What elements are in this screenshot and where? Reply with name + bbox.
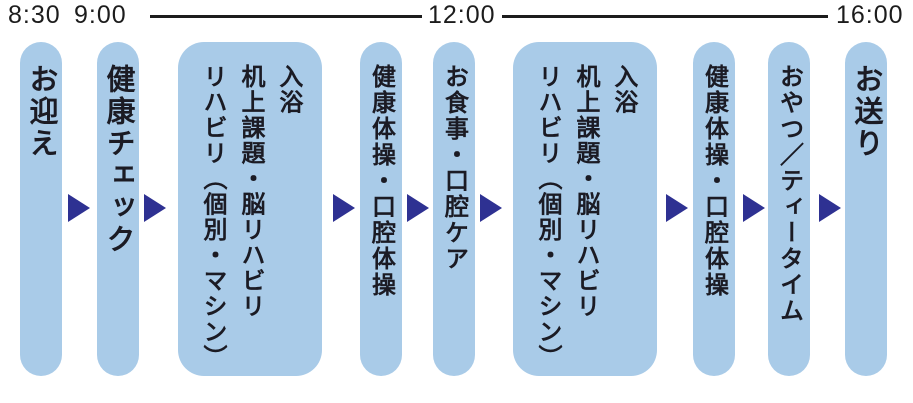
timeline-rule-afternoon xyxy=(502,15,828,18)
timeline-rule-morning xyxy=(150,15,422,18)
arrow-icon xyxy=(666,194,688,222)
box-lines: 入浴 机上課題・脳リハビリ リハビリ（個別・マシン） xyxy=(193,42,307,370)
arrow-icon xyxy=(407,194,429,222)
schedule-step-exercise-1: 健康体操・口腔体操 xyxy=(360,42,402,376)
arrow-icon xyxy=(333,194,355,222)
step-label: おやつ／ティータイム xyxy=(775,64,803,324)
schedule-step-pickup: お迎え xyxy=(20,42,62,376)
schedule-step-health-check: 健康チェック xyxy=(97,42,139,376)
step-label: お食事・口腔ケア xyxy=(440,64,468,272)
schedule-step-snack-tea-time: おやつ／ティータイム xyxy=(768,42,810,376)
schedule-step-dropoff: お送り xyxy=(845,42,887,376)
step-label: お送り xyxy=(850,64,882,160)
schedule-step-exercise-2: 健康体操・口腔体操 xyxy=(693,42,735,376)
time-label-830: 8:30 xyxy=(8,1,61,29)
schedule-step-meal-oral-care: お食事・口腔ケア xyxy=(433,42,475,376)
time-label-1200: 12:00 xyxy=(428,1,496,29)
step-label: 健康体操・口腔体操 xyxy=(700,64,728,298)
arrow-icon xyxy=(819,194,841,222)
box-line: 入浴 xyxy=(609,64,637,115)
step-label: お迎え xyxy=(25,64,57,160)
arrow-icon xyxy=(144,194,166,222)
step-label: 健康チェック xyxy=(102,64,134,256)
step-label: 健康体操・口腔体操 xyxy=(367,64,395,298)
arrow-icon xyxy=(68,194,90,222)
arrow-icon xyxy=(480,194,502,222)
box-line: 入浴 xyxy=(274,64,302,115)
time-label-900: 9:00 xyxy=(74,1,127,29)
box-line: リハビリ（個別・マシン） xyxy=(534,64,562,370)
time-label-1600: 16:00 xyxy=(836,1,904,29)
box-line: リハビリ（個別・マシン） xyxy=(199,64,227,370)
box-line: 机上課題・脳リハビリ xyxy=(571,64,599,319)
box-line: 机上課題・脳リハビリ xyxy=(236,64,264,319)
schedule-step-bath-rehab-2: 入浴 机上課題・脳リハビリ リハビリ（個別・マシン） xyxy=(513,42,657,376)
schedule-step-bath-rehab: 入浴 机上課題・脳リハビリ リハビリ（個別・マシン） xyxy=(178,42,322,376)
arrow-icon xyxy=(743,194,765,222)
box-lines: 入浴 机上課題・脳リハビリ リハビリ（個別・マシン） xyxy=(528,42,642,370)
